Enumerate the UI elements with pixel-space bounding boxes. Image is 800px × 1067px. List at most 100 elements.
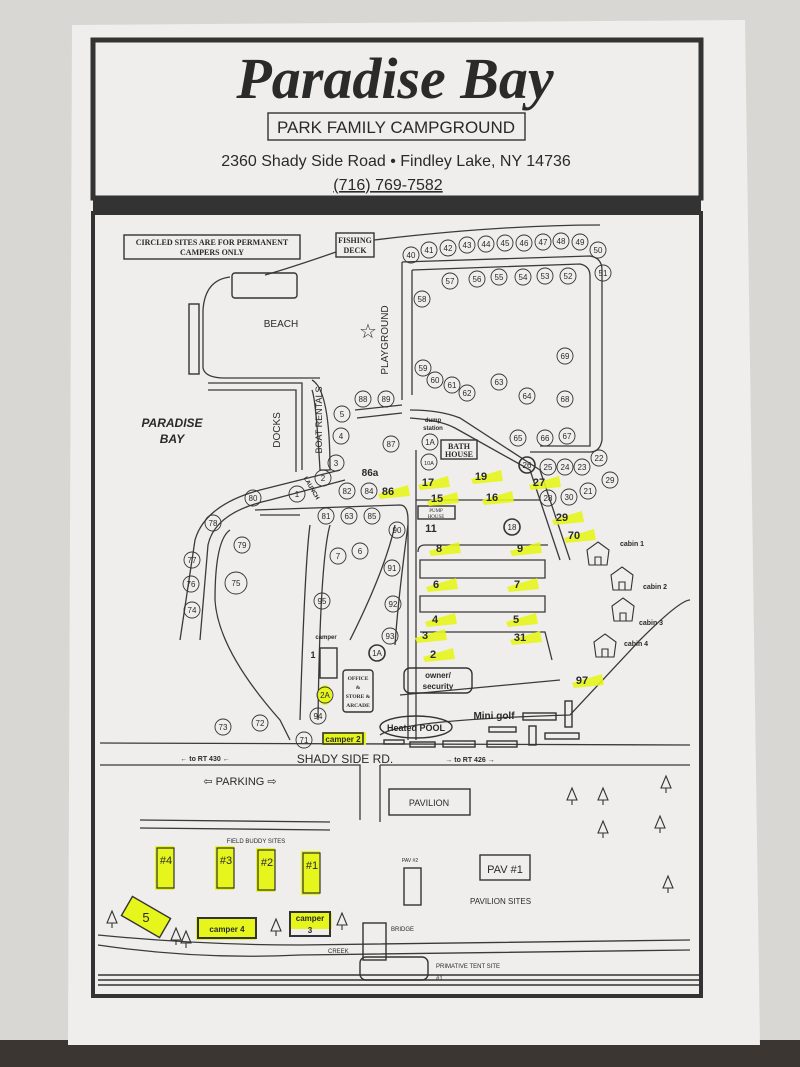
permanent-site-91[interactable]: 91 (388, 564, 397, 573)
permanent-site-65[interactable]: 65 (514, 434, 523, 443)
tent-site[interactable] (359, 956, 429, 981)
permanent-site-21[interactable]: 21 (584, 487, 593, 496)
permanent-site-72[interactable]: 72 (256, 719, 265, 728)
field-buddy-site-1[interactable] (156, 847, 175, 889)
permanent-site-50[interactable]: 50 (594, 246, 603, 255)
permanent-site-47[interactable]: 47 (539, 238, 548, 247)
camper-2-site[interactable] (322, 732, 364, 745)
permanent-site-74[interactable]: 74 (188, 606, 197, 615)
permanent-site-10A[interactable]: 10A (424, 461, 434, 467)
permanent-site-64[interactable]: 64 (523, 392, 532, 401)
permanent-site-18[interactable]: 18 (508, 523, 517, 532)
permanent-site-75[interactable]: 75 (232, 579, 241, 588)
permanent-site-55[interactable]: 55 (495, 273, 504, 282)
permanent-site-79[interactable]: 79 (238, 541, 247, 550)
site-3[interactable]: 3 (422, 630, 428, 642)
permanent-site-52[interactable]: 52 (564, 272, 573, 281)
pav1-site[interactable] (479, 854, 531, 881)
permanent-site-49[interactable]: 49 (576, 238, 585, 247)
permanent-site-84[interactable]: 84 (365, 487, 374, 496)
site-8[interactable]: 8 (436, 543, 442, 555)
permanent-site-2A[interactable]: 2A (320, 691, 330, 700)
permanent-site-29[interactable]: 29 (606, 476, 615, 485)
permanent-site-43[interactable]: 43 (463, 241, 472, 250)
permanent-site-61[interactable]: 61 (448, 381, 457, 390)
site-9[interactable]: 9 (517, 543, 523, 555)
site-16[interactable]: 16 (486, 492, 498, 504)
permanent-site-93[interactable]: 93 (386, 632, 395, 641)
permanent-site-62[interactable]: 62 (463, 389, 472, 398)
permanent-site-82[interactable]: 82 (343, 487, 352, 496)
cabin-1-label[interactable]: cabin 1 (620, 541, 644, 548)
permanent-site-78[interactable]: 78 (209, 519, 218, 528)
permanent-site-60[interactable]: 60 (431, 376, 440, 385)
permanent-site-80[interactable]: 80 (249, 494, 258, 503)
pav2-site[interactable] (403, 867, 422, 906)
site-31[interactable]: 31 (514, 632, 526, 644)
cabin-4-label[interactable]: cabin 4 (624, 641, 648, 648)
site-4[interactable]: 4 (432, 614, 439, 626)
permanent-site-1A[interactable]: 1A (425, 438, 435, 447)
site-86a[interactable]: 86a (362, 468, 379, 479)
permanent-site-22[interactable]: 22 (595, 454, 604, 463)
permanent-site-24[interactable]: 24 (561, 463, 570, 472)
permanent-site-68[interactable]: 68 (561, 395, 570, 404)
permanent-site-28[interactable]: 28 (544, 494, 553, 503)
permanent-site-1A[interactable]: 1A (372, 649, 382, 658)
permanent-site-40[interactable]: 40 (407, 251, 416, 260)
site-97[interactable]: 97 (576, 675, 588, 687)
permanent-site-59[interactable]: 59 (419, 364, 428, 373)
permanent-site-42[interactable]: 42 (444, 244, 453, 253)
site-70[interactable]: 70 (568, 530, 580, 542)
permanent-site-44[interactable]: 44 (482, 240, 491, 249)
permanent-site-53[interactable]: 53 (541, 272, 550, 281)
permanent-site-73[interactable]: 73 (219, 723, 228, 732)
site-27[interactable]: 27 (533, 477, 545, 489)
site-7[interactable]: 7 (514, 579, 520, 591)
camper-3-site[interactable] (289, 911, 331, 937)
site-15[interactable]: 15 (431, 493, 443, 505)
site-29[interactable]: 29 (556, 512, 568, 524)
permanent-site-81[interactable]: 81 (322, 512, 331, 521)
permanent-site-26[interactable]: 26 (523, 461, 532, 470)
permanent-site-88[interactable]: 88 (359, 395, 368, 404)
permanent-site-85[interactable]: 85 (368, 512, 377, 521)
site-19[interactable]: 19 (475, 471, 487, 483)
permanent-site-63[interactable]: 63 (345, 512, 354, 521)
field-buddy-site-3[interactable] (257, 849, 276, 891)
permanent-site-48[interactable]: 48 (557, 237, 566, 246)
permanent-site-94[interactable]: 94 (314, 712, 323, 721)
permanent-site-76[interactable]: 76 (187, 580, 196, 589)
cabin-2-label[interactable]: cabin 2 (643, 584, 667, 591)
permanent-site-77[interactable]: 77 (188, 556, 197, 565)
permanent-site-46[interactable]: 46 (520, 239, 529, 248)
site-6[interactable]: 6 (433, 579, 439, 591)
permanent-site-25[interactable]: 25 (544, 463, 553, 472)
permanent-site-89[interactable]: 89 (382, 395, 391, 404)
permanent-site-30[interactable]: 30 (565, 493, 574, 502)
cabin-3-label[interactable]: cabin 3 (639, 620, 663, 627)
field-buddy-site-4[interactable] (302, 852, 321, 894)
permanent-site-58[interactable]: 58 (418, 295, 427, 304)
permanent-site-95[interactable]: 95 (318, 597, 327, 606)
field-buddy-site-2[interactable] (216, 847, 235, 889)
permanent-site-23[interactable]: 23 (578, 463, 587, 472)
permanent-site-67[interactable]: 67 (563, 432, 572, 441)
permanent-site-69[interactable]: 69 (561, 352, 570, 361)
permanent-site-57[interactable]: 57 (446, 277, 455, 286)
permanent-site-54[interactable]: 54 (519, 273, 528, 282)
camper-4-site[interactable] (197, 917, 257, 939)
permanent-site-87[interactable]: 87 (387, 440, 396, 449)
permanent-site-1[interactable]: 1 (295, 490, 300, 499)
permanent-site-7[interactable]: 7 (336, 552, 341, 561)
permanent-site-92[interactable]: 92 (389, 600, 398, 609)
camper-1-site[interactable] (319, 647, 338, 679)
permanent-site-90[interactable]: 90 (393, 526, 402, 535)
permanent-site-63[interactable]: 63 (495, 378, 504, 387)
permanent-site-4[interactable]: 4 (339, 432, 344, 441)
permanent-site-3[interactable]: 3 (334, 459, 339, 468)
permanent-site-66[interactable]: 66 (541, 434, 550, 443)
permanent-site-5[interactable]: 5 (340, 410, 345, 419)
permanent-site-51[interactable]: 51 (599, 269, 608, 278)
permanent-site-6[interactable]: 6 (358, 547, 363, 556)
